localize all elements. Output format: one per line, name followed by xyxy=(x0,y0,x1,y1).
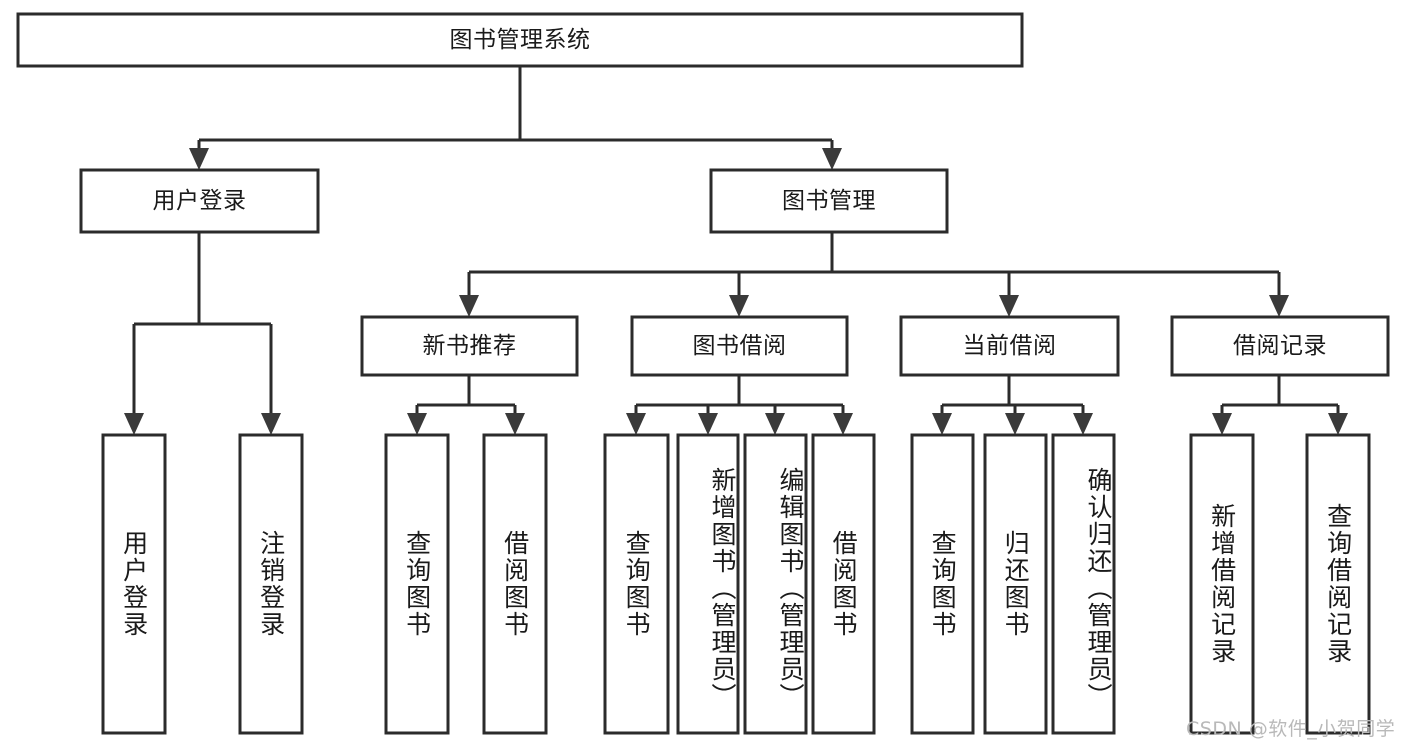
arrow-to-current-borrow xyxy=(999,295,1019,317)
node-box-leaf-query-book-2[interactable] xyxy=(603,433,670,735)
node-box-leaf-edit-book[interactable] xyxy=(743,433,808,735)
node-box-new-book-recommend[interactable] xyxy=(360,315,579,377)
arrow-to-new-book-recommend xyxy=(459,295,479,317)
node-layer xyxy=(16,12,1390,735)
node-box-leaf-borrow-book-2[interactable] xyxy=(811,433,876,735)
node-box-leaf-query-book-3[interactable] xyxy=(910,433,975,735)
arrow-to-borrow-record xyxy=(1269,295,1289,317)
node-box-leaf-user-login[interactable] xyxy=(101,433,167,735)
arrow-to-book-borrow xyxy=(729,295,749,317)
arrow-to-leaf-query-borrow-record xyxy=(1328,413,1348,435)
node-box-leaf-confirm-return[interactable] xyxy=(1051,433,1116,735)
connector-layer xyxy=(124,66,1348,435)
node-box-user-login[interactable] xyxy=(79,168,320,234)
watermark-text: CSDN @软件_小贺同学 xyxy=(1186,718,1396,740)
arrow-to-leaf-borrow-book-1 xyxy=(505,413,525,435)
arrow-to-leaf-logout xyxy=(261,413,281,435)
arrow-to-leaf-query-book-3 xyxy=(932,413,952,435)
arrow-to-leaf-user-login xyxy=(124,413,144,435)
node-box-book-management[interactable] xyxy=(709,168,949,234)
arrow-to-leaf-add-borrow-record xyxy=(1212,413,1232,435)
node-box-leaf-query-borrow-record[interactable] xyxy=(1305,433,1371,735)
arrow-to-leaf-confirm-return xyxy=(1073,413,1093,435)
node-box-book-borrow[interactable] xyxy=(630,315,849,377)
arrow-to-book-management xyxy=(822,148,842,170)
arrow-to-user-login xyxy=(189,148,209,170)
node-box-leaf-logout[interactable] xyxy=(238,433,304,735)
arrow-to-leaf-borrow-book-2 xyxy=(833,413,853,435)
node-box-leaf-query-book-1[interactable] xyxy=(384,433,450,735)
node-box-leaf-add-borrow-record[interactable] xyxy=(1189,433,1255,735)
node-box-root[interactable] xyxy=(16,12,1024,68)
arrow-to-leaf-add-book xyxy=(698,413,718,435)
arrow-to-leaf-return-book xyxy=(1005,413,1025,435)
node-box-leaf-borrow-book-1[interactable] xyxy=(482,433,548,735)
arrow-to-leaf-query-book-1 xyxy=(407,413,427,435)
node-box-borrow-record[interactable] xyxy=(1170,315,1390,377)
arrow-to-leaf-query-book-2 xyxy=(626,413,646,435)
node-box-current-borrow[interactable] xyxy=(899,315,1120,377)
node-box-leaf-add-book[interactable] xyxy=(676,433,740,735)
arrow-to-leaf-edit-book xyxy=(765,413,785,435)
node-box-leaf-return-book[interactable] xyxy=(983,433,1048,735)
